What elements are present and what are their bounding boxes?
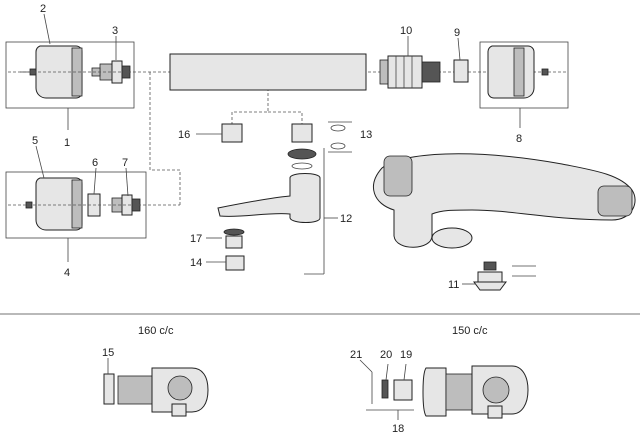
dashed-link-16 xyxy=(231,88,269,128)
mixer-body xyxy=(373,153,636,248)
part-labels: 2 3 1 5 6 7 4 10 9 8 16 13 12 17 14 11 1… xyxy=(32,3,522,435)
aerator-17 xyxy=(225,235,243,249)
valve-19 xyxy=(393,379,413,401)
connector-160cc xyxy=(103,367,209,417)
assembled-mixer xyxy=(373,153,636,249)
clip-9 xyxy=(453,59,469,83)
orings-13 xyxy=(328,121,352,153)
handle-cap-8 xyxy=(513,47,525,97)
label-15: 15 xyxy=(102,347,114,359)
oring-17 xyxy=(223,228,245,236)
label-2: 2 xyxy=(40,3,46,15)
label-9: 9 xyxy=(454,27,460,39)
label-10: 10 xyxy=(400,25,412,37)
connector-body-160 xyxy=(117,375,153,405)
mixer-left-handle xyxy=(383,155,413,197)
handle-cap-2 xyxy=(71,47,83,97)
heading-150cc: 150 c/c xyxy=(452,325,488,337)
label-14: 14 xyxy=(190,257,202,269)
washer-spout xyxy=(287,148,317,160)
label-17: 17 xyxy=(190,233,202,245)
label-12: 12 xyxy=(340,213,352,225)
label-3: 3 xyxy=(112,25,118,37)
label-1: 1 xyxy=(64,137,70,149)
handle-cap-5 xyxy=(71,179,83,229)
label-16: 16 xyxy=(178,129,190,141)
group-1-bracket xyxy=(5,41,135,109)
heading-160cc: 160 c/c xyxy=(138,325,174,337)
oring-spout xyxy=(291,162,313,170)
nut-16 xyxy=(221,123,243,143)
label-13: 13 xyxy=(360,129,372,141)
spout-body xyxy=(217,173,321,223)
spout-assembly-12 xyxy=(217,123,325,275)
valve-body-tube xyxy=(169,53,367,91)
label-8: 8 xyxy=(516,133,522,145)
leader-lines xyxy=(35,13,521,420)
connector-150cc xyxy=(366,365,529,419)
mixer-outlet xyxy=(431,227,473,249)
washer-20 xyxy=(381,379,389,399)
nut-spout xyxy=(291,123,313,143)
label-18: 18 xyxy=(392,423,404,435)
aerator-14 xyxy=(225,255,245,271)
label-21: 21 xyxy=(350,349,362,361)
label-5: 5 xyxy=(32,135,38,147)
group-8-bracket xyxy=(479,41,569,109)
handle-assembly-8 xyxy=(479,41,569,109)
handle-knob-8 xyxy=(487,45,535,99)
label-20: 20 xyxy=(380,349,392,361)
cartridge-10 xyxy=(379,55,441,89)
handle-assembly-1 xyxy=(5,41,135,109)
label-4: 4 xyxy=(64,267,70,279)
dashed-link-left xyxy=(149,72,181,205)
handle-screw-8 xyxy=(541,68,549,76)
label-6: 6 xyxy=(92,157,98,169)
mixer-right-handle xyxy=(597,185,633,217)
label-11: 11 xyxy=(448,279,459,291)
fitting-15 xyxy=(103,373,115,405)
diverter-11 xyxy=(473,261,536,291)
label-19: 19 xyxy=(400,349,412,361)
dashed-link-13 xyxy=(268,111,303,128)
label-7: 7 xyxy=(122,157,128,169)
